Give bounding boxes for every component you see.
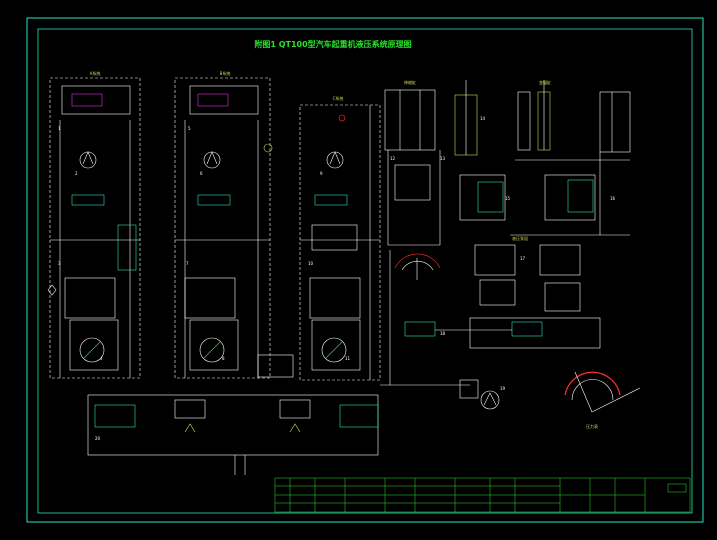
- svg-text:16: 16: [610, 196, 616, 201]
- part-number-marks: 1 2 3 4 5 6 7 8 9 10 11 12 13 14 15 16 1…: [58, 116, 616, 441]
- gauge-dial-icon: [564, 371, 641, 413]
- circuit-left: [47, 77, 141, 379]
- svg-text:13: 13: [440, 156, 446, 161]
- svg-text:10: 10: [308, 261, 314, 266]
- svg-text:17: 17: [520, 256, 526, 261]
- inner-frame: [37, 28, 693, 514]
- label-circuit-left: A系统: [90, 70, 101, 76]
- label-cylinder-1: 伸缩缸: [404, 79, 416, 85]
- svg-text:14: 14: [480, 116, 486, 121]
- svg-text:5: 5: [188, 126, 191, 131]
- selector-dial: [394, 253, 441, 280]
- bottom-manifold: [87, 394, 379, 475]
- circuit-right: [299, 104, 381, 381]
- drawing-title: 附图1 QT100型汽车起重机液压系统原理图: [254, 39, 411, 49]
- svg-text:20: 20: [95, 436, 101, 441]
- svg-text:12: 12: [390, 156, 396, 161]
- svg-text:3: 3: [58, 261, 61, 266]
- svg-text:9: 9: [320, 171, 323, 176]
- cylinder-group-2: [510, 80, 631, 236]
- circuit-mid: [174, 77, 294, 379]
- svg-text:19: 19: [500, 386, 506, 391]
- pump-valve-area: [380, 244, 601, 410]
- label-cylinder-2: 变幅缸: [539, 79, 551, 85]
- svg-text:8: 8: [222, 356, 225, 361]
- label-pump-area: 液压泵组: [512, 235, 528, 241]
- svg-text:6: 6: [200, 171, 203, 176]
- svg-text:4: 4: [100, 356, 103, 361]
- label-circuit-right: C系统: [333, 95, 344, 101]
- title-block: [274, 477, 691, 513]
- svg-text:15: 15: [505, 196, 511, 201]
- label-circuit-mid: B系统: [220, 70, 231, 76]
- svg-text:18: 18: [440, 331, 446, 336]
- label-gauge: 压力表: [586, 423, 598, 429]
- outer-frame: [26, 17, 704, 523]
- svg-text:2: 2: [75, 171, 78, 176]
- svg-text:11: 11: [345, 356, 351, 361]
- svg-text:1: 1: [58, 126, 61, 131]
- svg-text:7: 7: [186, 261, 189, 266]
- cylinder-group-1: [384, 80, 506, 246]
